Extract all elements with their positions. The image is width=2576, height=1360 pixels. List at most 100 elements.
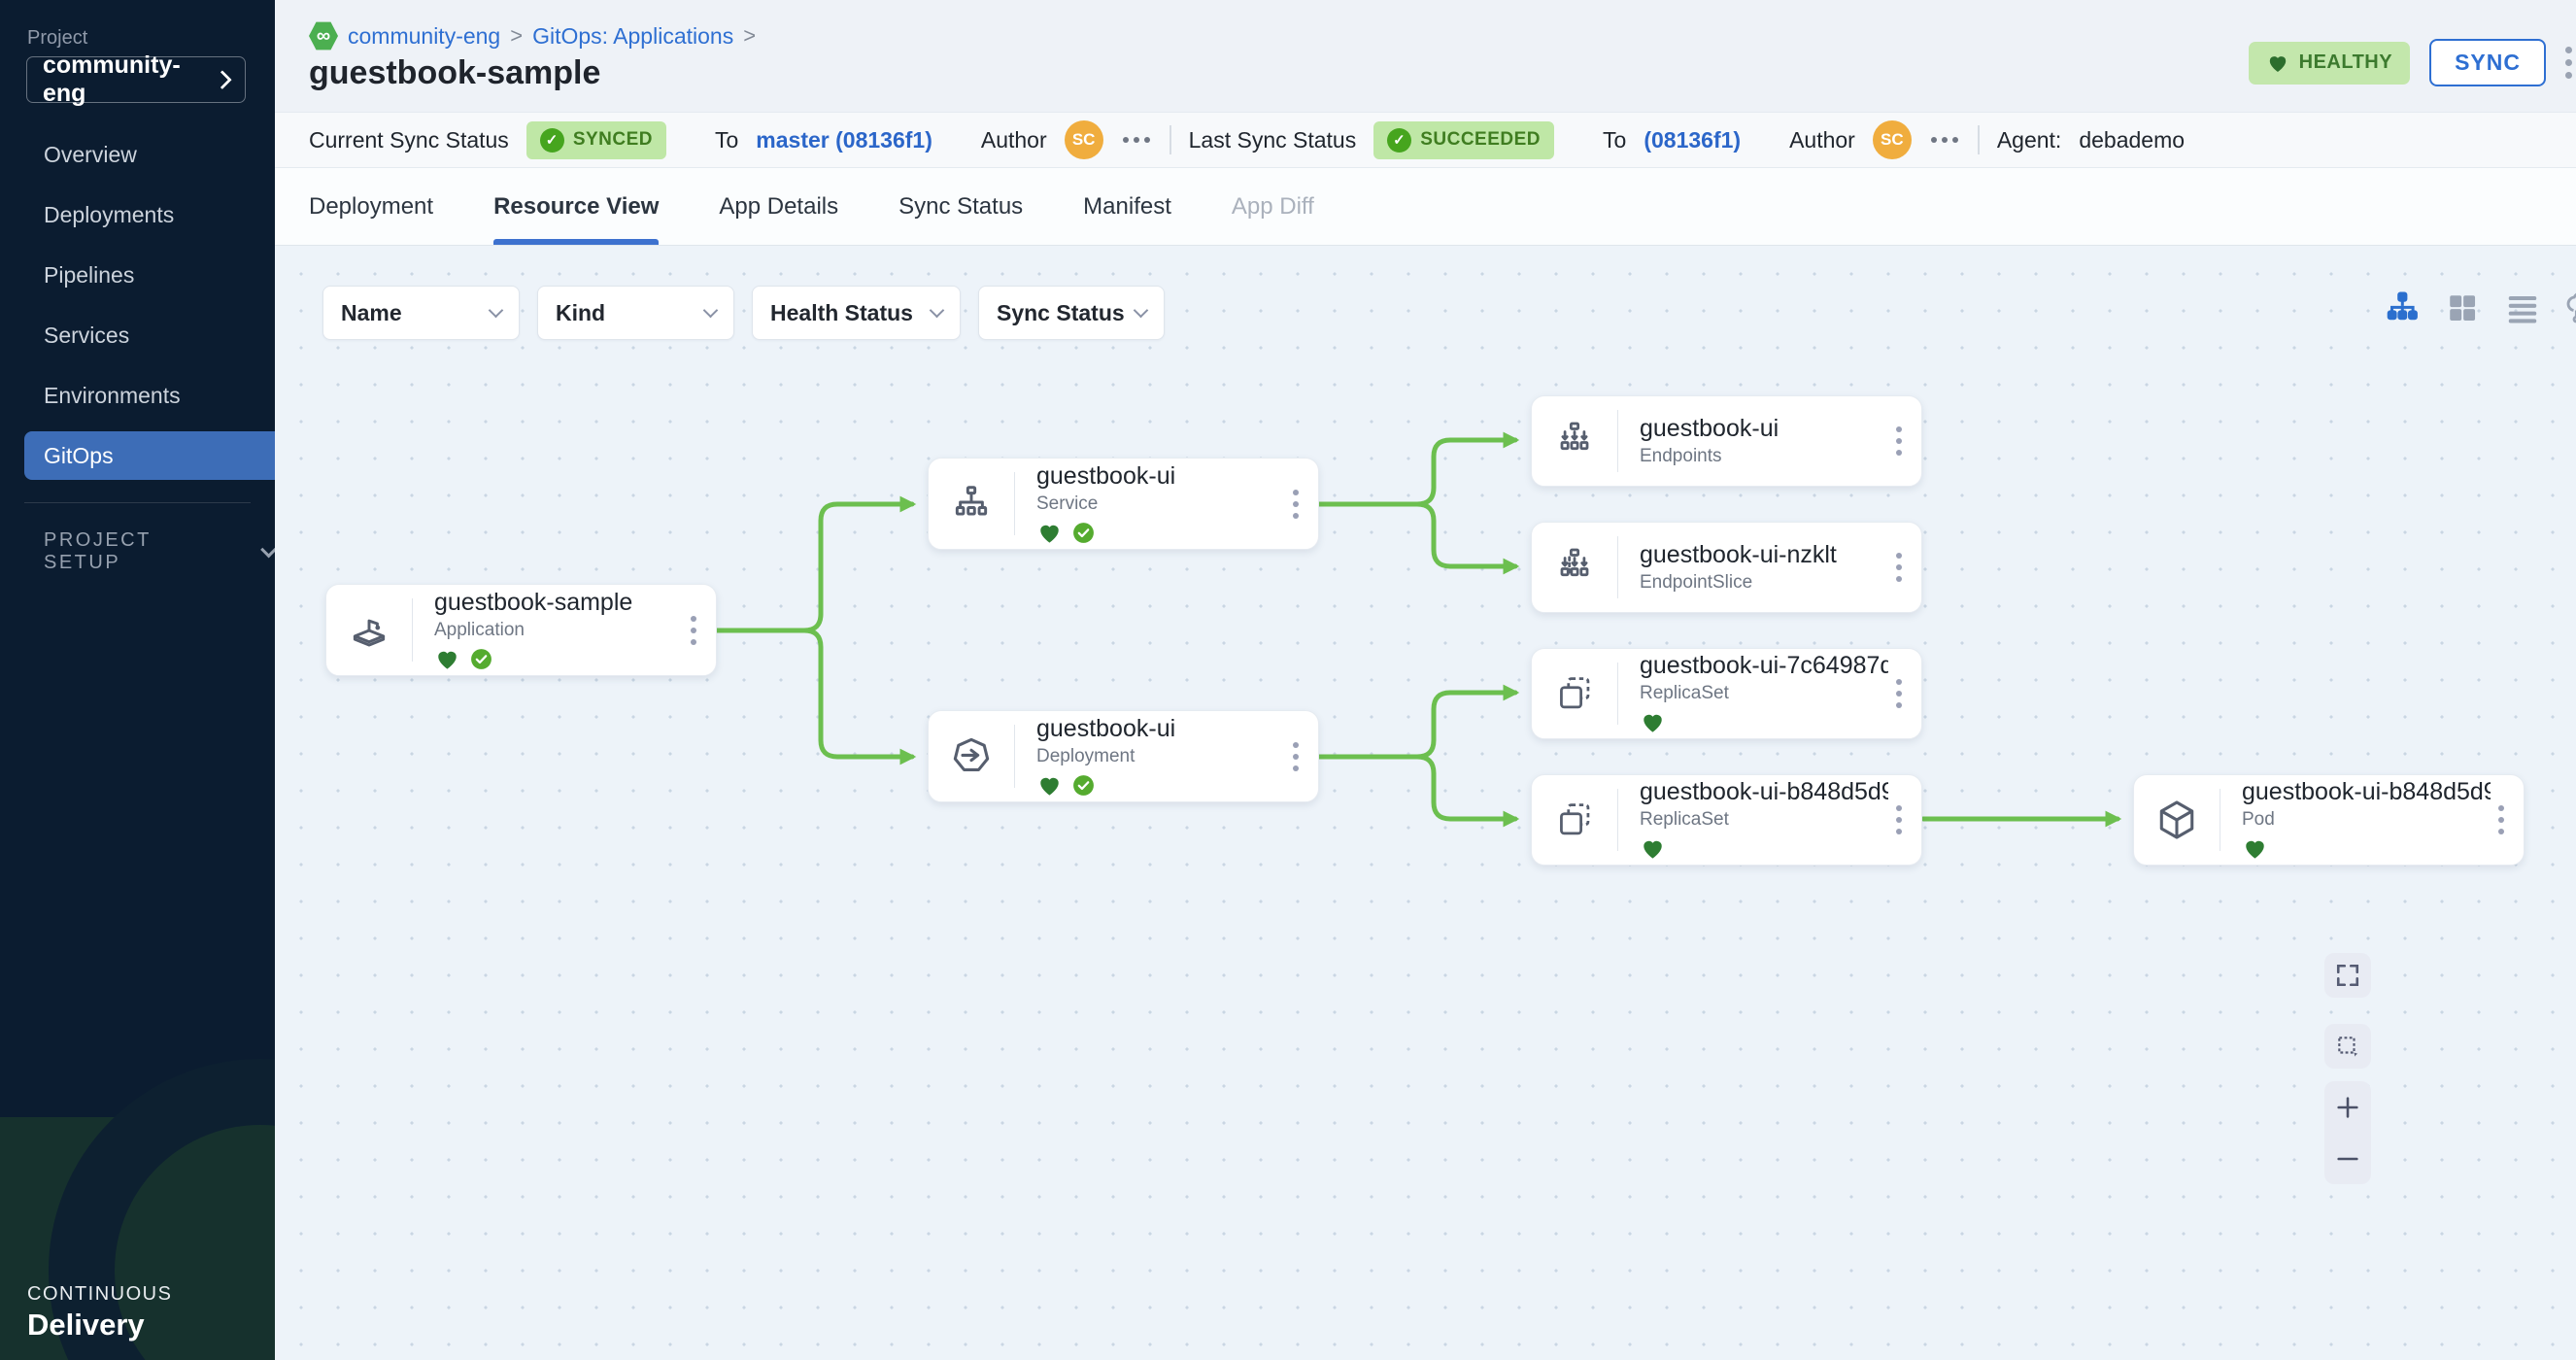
header-menu-button[interactable] xyxy=(2565,47,2572,79)
commit-more-button[interactable] xyxy=(1121,131,1152,149)
node-menu-button[interactable] xyxy=(1285,482,1306,527)
tab-sync-status[interactable]: Sync Status xyxy=(898,168,1023,245)
sidebar-item-label: Deployments xyxy=(44,201,175,227)
list-view-icon[interactable] xyxy=(2503,289,2542,327)
node-kind: Application xyxy=(434,619,525,640)
filter-bar: Name Kind Health Status Sync Status xyxy=(322,286,1165,340)
node-menu-button[interactable] xyxy=(2491,798,2512,842)
grid-view-icon[interactable] xyxy=(2443,289,2482,327)
node-card-application[interactable]: guestbook-sample Application xyxy=(325,584,717,676)
last-revision-link[interactable]: (08136f1) xyxy=(1644,126,1742,153)
divider xyxy=(1169,125,1171,154)
succeeded-badge: ✓ SUCCEEDED xyxy=(1373,120,1555,159)
tab-resource-view[interactable]: Resource View xyxy=(493,168,660,245)
node-kind: ReplicaSet xyxy=(1640,809,1729,830)
network-view-icon[interactable] xyxy=(2563,289,2576,327)
author-avatar: SC xyxy=(1064,120,1103,159)
node-card-endpointslice[interactable]: guestbook-ui-nzklt EndpointSlice xyxy=(1531,522,1922,613)
health-status-badge: HEALTHY xyxy=(2248,41,2411,85)
sidebar-item-services[interactable]: Services xyxy=(0,305,275,365)
sidebar-item-environments[interactable]: Environments xyxy=(0,365,275,425)
sidebar-item-label: Overview xyxy=(44,141,137,167)
zoom-out-button[interactable] xyxy=(2324,1135,2371,1183)
health-badge-label: HEALTHY xyxy=(2298,51,2393,73)
filter-label: Sync Status xyxy=(997,299,1125,325)
node-status-icons xyxy=(434,646,683,672)
gitops-logo-icon: ∞ xyxy=(309,21,338,51)
breadcrumb-separator: > xyxy=(743,23,757,48)
node-status-icons xyxy=(1036,772,1285,799)
healthy-heart-icon xyxy=(438,651,457,669)
node-menu-button[interactable] xyxy=(1285,734,1306,779)
fit-selection-button[interactable] xyxy=(2324,1024,2371,1069)
author-avatar: SC xyxy=(1872,120,1912,159)
node-card-replicaset-2[interactable]: guestbook-ui-b848d5d9d ReplicaSet xyxy=(1531,774,1922,866)
filter-name[interactable]: Name xyxy=(322,286,520,340)
current-revision-link[interactable]: master (08136f1) xyxy=(756,126,932,153)
tab-label: App Diff xyxy=(1231,192,1314,220)
sidebar-item-gitops[interactable]: GitOps xyxy=(24,431,275,480)
node-title: guestbook-ui-b848d5d9d xyxy=(1640,778,1888,805)
zoom-in-button[interactable] xyxy=(2324,1083,2371,1132)
chevron-down-icon xyxy=(702,302,719,319)
check-circle-icon: ✓ xyxy=(1387,127,1412,153)
node-card-service[interactable]: guestbook-ui Service xyxy=(928,458,1319,550)
node-card-pod[interactable]: guestbook-ui-b848d5d9... Pod xyxy=(2133,774,2525,866)
chevron-down-icon xyxy=(260,540,275,558)
breadcrumb-link-project[interactable]: community-eng xyxy=(348,22,501,49)
node-card-endpoints[interactable]: guestbook-ui Endpoints xyxy=(1531,395,1922,487)
commit-more-button[interactable] xyxy=(1929,131,1960,149)
resource-tree-canvas[interactable]: Name Kind Health Status Sync Status xyxy=(275,246,2576,1360)
node-status-icons xyxy=(1640,709,1888,735)
sidebar-item-label: Environments xyxy=(44,382,181,408)
to-label: To xyxy=(1603,126,1627,153)
sidebar-item-deployments[interactable]: Deployments xyxy=(0,185,275,245)
filter-kind[interactable]: Kind xyxy=(537,286,734,340)
tab-deployment[interactable]: Deployment xyxy=(309,168,433,245)
tab-app-details[interactable]: App Details xyxy=(719,168,838,245)
node-title: guestbook-ui xyxy=(1036,714,1176,742)
node-menu-button[interactable] xyxy=(1888,671,1910,716)
tab-manifest[interactable]: Manifest xyxy=(1083,168,1171,245)
healthy-heart-icon xyxy=(1644,840,1662,859)
node-status-icons xyxy=(2242,835,2491,862)
heart-icon xyxy=(2269,55,2286,72)
page-header: ∞ community-eng > GitOps: Applications >… xyxy=(275,0,2576,112)
synced-check-icon xyxy=(1073,522,1094,543)
project-setup-toggle[interactable]: PROJECT SETUP xyxy=(44,529,275,574)
filter-sync-status[interactable]: Sync Status xyxy=(978,286,1165,340)
node-card-deployment[interactable]: guestbook-ui Deployment xyxy=(928,710,1319,802)
node-menu-button[interactable] xyxy=(1888,545,1910,590)
zoom-control xyxy=(2324,1081,2371,1184)
project-selector[interactable]: community-eng xyxy=(26,51,246,107)
author-label: Author xyxy=(1789,126,1855,153)
tree-view-icon[interactable] xyxy=(2383,289,2422,327)
breadcrumb-separator: > xyxy=(510,23,524,48)
node-title: guestbook-ui xyxy=(1640,415,1779,442)
sidebar-item-pipelines[interactable]: Pipelines xyxy=(0,245,275,305)
sidebar-item-overview[interactable]: Overview xyxy=(0,124,275,185)
breadcrumb-link-applications[interactable]: GitOps: Applications xyxy=(532,22,734,49)
pod-icon xyxy=(2134,798,2220,842)
filter-health-status[interactable]: Health Status xyxy=(752,286,961,340)
synced-badge-label: SYNCED xyxy=(572,129,653,150)
sync-button[interactable]: SYNC xyxy=(2429,39,2546,86)
healthy-heart-icon xyxy=(1644,714,1662,732)
node-kind: ReplicaSet xyxy=(1640,683,1729,703)
node-menu-button[interactable] xyxy=(1888,798,1910,842)
node-menu-button[interactable] xyxy=(1888,419,1910,463)
tab-app-diff: App Diff xyxy=(1232,168,1314,245)
synced-check-icon xyxy=(1073,774,1094,796)
divider xyxy=(1977,125,1980,154)
tab-label: Sync Status xyxy=(898,192,1024,220)
node-title: guestbook-ui xyxy=(1036,461,1176,490)
node-menu-button[interactable] xyxy=(683,608,704,653)
sidebar-nav: Overview Deployments Pipelines Services … xyxy=(0,124,275,486)
project-setup-label: PROJECT SETUP xyxy=(44,529,152,573)
node-card-replicaset-1[interactable]: guestbook-ui-7c64987dc9 ReplicaSet xyxy=(1531,648,1922,739)
header-actions: HEALTHY SYNC xyxy=(2248,39,2572,86)
chevron-down-icon xyxy=(488,302,504,319)
breadcrumb: ∞ community-eng > GitOps: Applications > xyxy=(309,21,756,51)
node-kind: Endpoints xyxy=(1640,446,1722,466)
fullscreen-button[interactable] xyxy=(2324,953,2371,998)
